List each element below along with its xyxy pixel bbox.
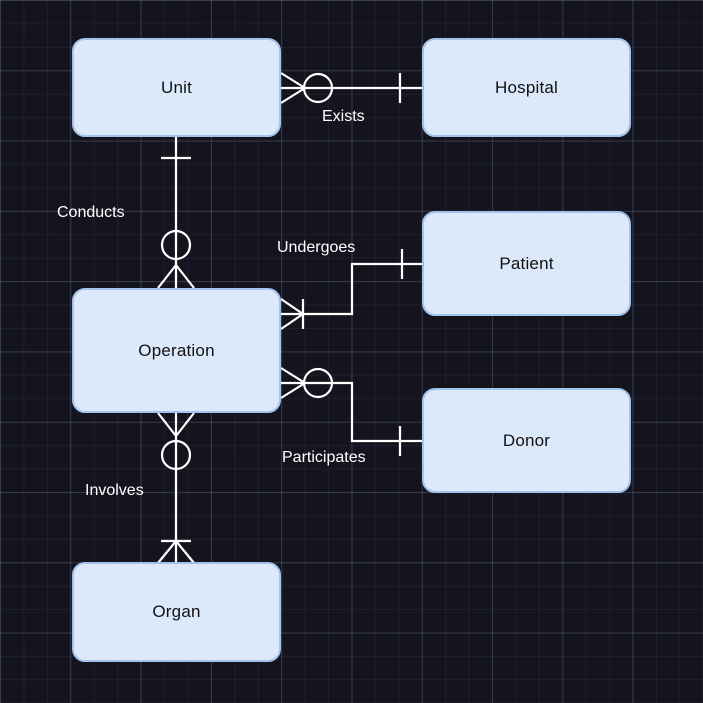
edge-involves[interactable] <box>157 412 195 564</box>
entity-organ[interactable]: Organ <box>72 562 281 662</box>
entity-hospital[interactable]: Hospital <box>422 38 631 137</box>
edge-label-conducts: Conducts <box>57 204 125 221</box>
entity-donor[interactable]: Donor <box>422 388 631 493</box>
edge-conducts[interactable] <box>157 137 195 289</box>
entity-label: Donor <box>502 430 551 450</box>
edge-label-exists: Exists <box>322 108 365 125</box>
entity-label: Hospital <box>494 77 559 97</box>
entity-label: Operation <box>138 340 215 360</box>
entity-label: Unit <box>160 77 193 97</box>
edge-label-participates: Participates <box>282 449 366 466</box>
edge-exists[interactable] <box>280 72 422 104</box>
edge-undergoes[interactable] <box>280 249 422 330</box>
entity-unit[interactable]: Unit <box>72 38 281 137</box>
edge-label-undergoes: Undergoes <box>277 239 356 256</box>
entity-label: Organ <box>152 602 201 621</box>
edge-participates[interactable] <box>280 367 422 456</box>
entity-patient[interactable]: Patient <box>422 211 631 316</box>
edge-label-involves: Involves <box>85 482 144 499</box>
entity-operation[interactable]: Operation <box>72 288 281 413</box>
entity-label: Patient <box>499 253 554 273</box>
